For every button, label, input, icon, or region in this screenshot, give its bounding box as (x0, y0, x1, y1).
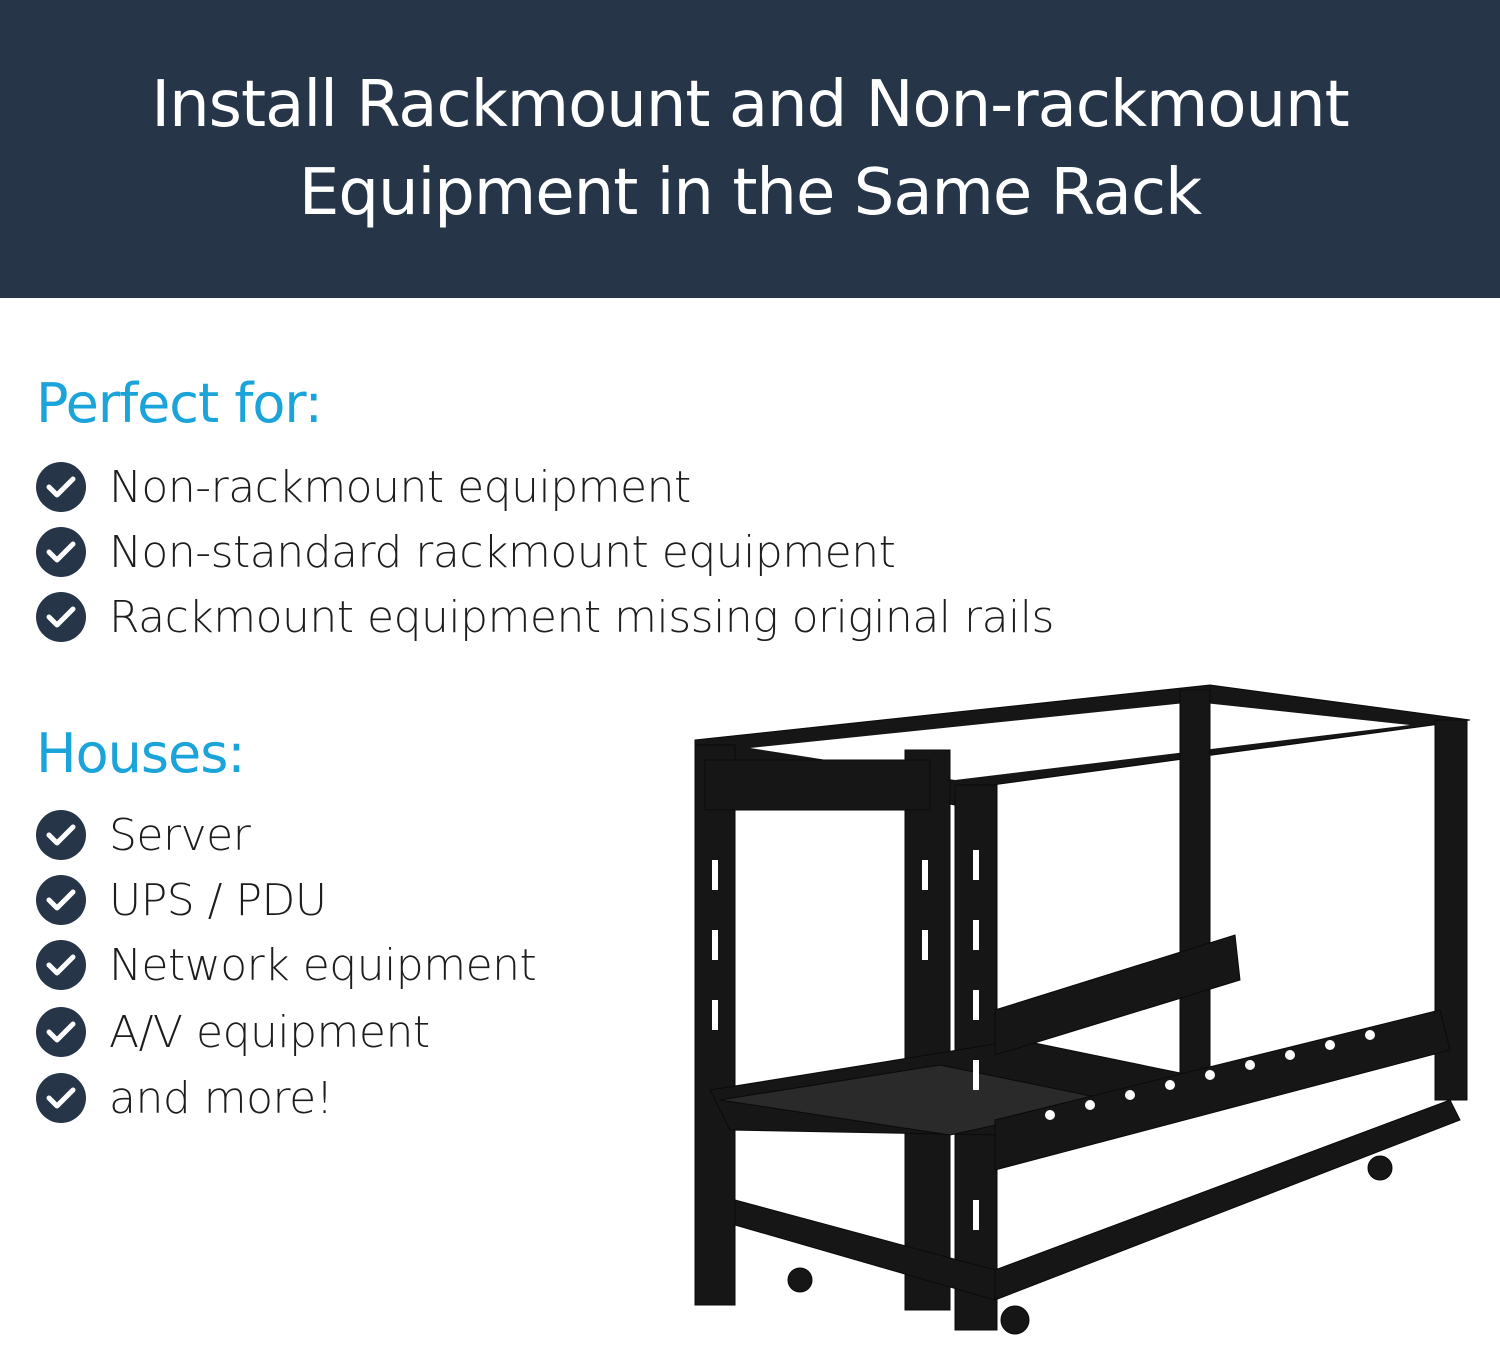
check-circle-icon (36, 462, 86, 512)
list-item: Server (36, 805, 251, 865)
check-circle-icon (36, 527, 86, 577)
check-circle-icon (36, 592, 86, 642)
check-circle-icon (36, 1007, 86, 1057)
list-item: Non-rackmount equipment (36, 457, 691, 517)
header-banner: Install Rackmount and Non-rackmount Equi… (0, 0, 1500, 298)
houses-heading: Houses: (36, 722, 246, 785)
title-line-1: Install Rackmount and Non-rackmount (151, 68, 1350, 142)
check-circle-icon (36, 1073, 86, 1123)
perfect-for-heading: Perfect for: (36, 372, 323, 435)
check-circle-icon (36, 875, 86, 925)
list-item: and more! (36, 1068, 333, 1128)
list-item: Rackmount equipment missing original rai… (36, 587, 1054, 647)
list-item: A/V equipment (36, 1002, 430, 1062)
open-frame-rack-image (694, 684, 1471, 1335)
list-item: Network equipment (36, 935, 537, 995)
check-circle-icon (36, 810, 86, 860)
check-circle-icon (36, 940, 86, 990)
title-line-2: Equipment in the Same Rack (298, 156, 1202, 230)
list-item: UPS / PDU (36, 870, 327, 930)
list-item: Non-standard rackmount equipment (36, 522, 896, 582)
